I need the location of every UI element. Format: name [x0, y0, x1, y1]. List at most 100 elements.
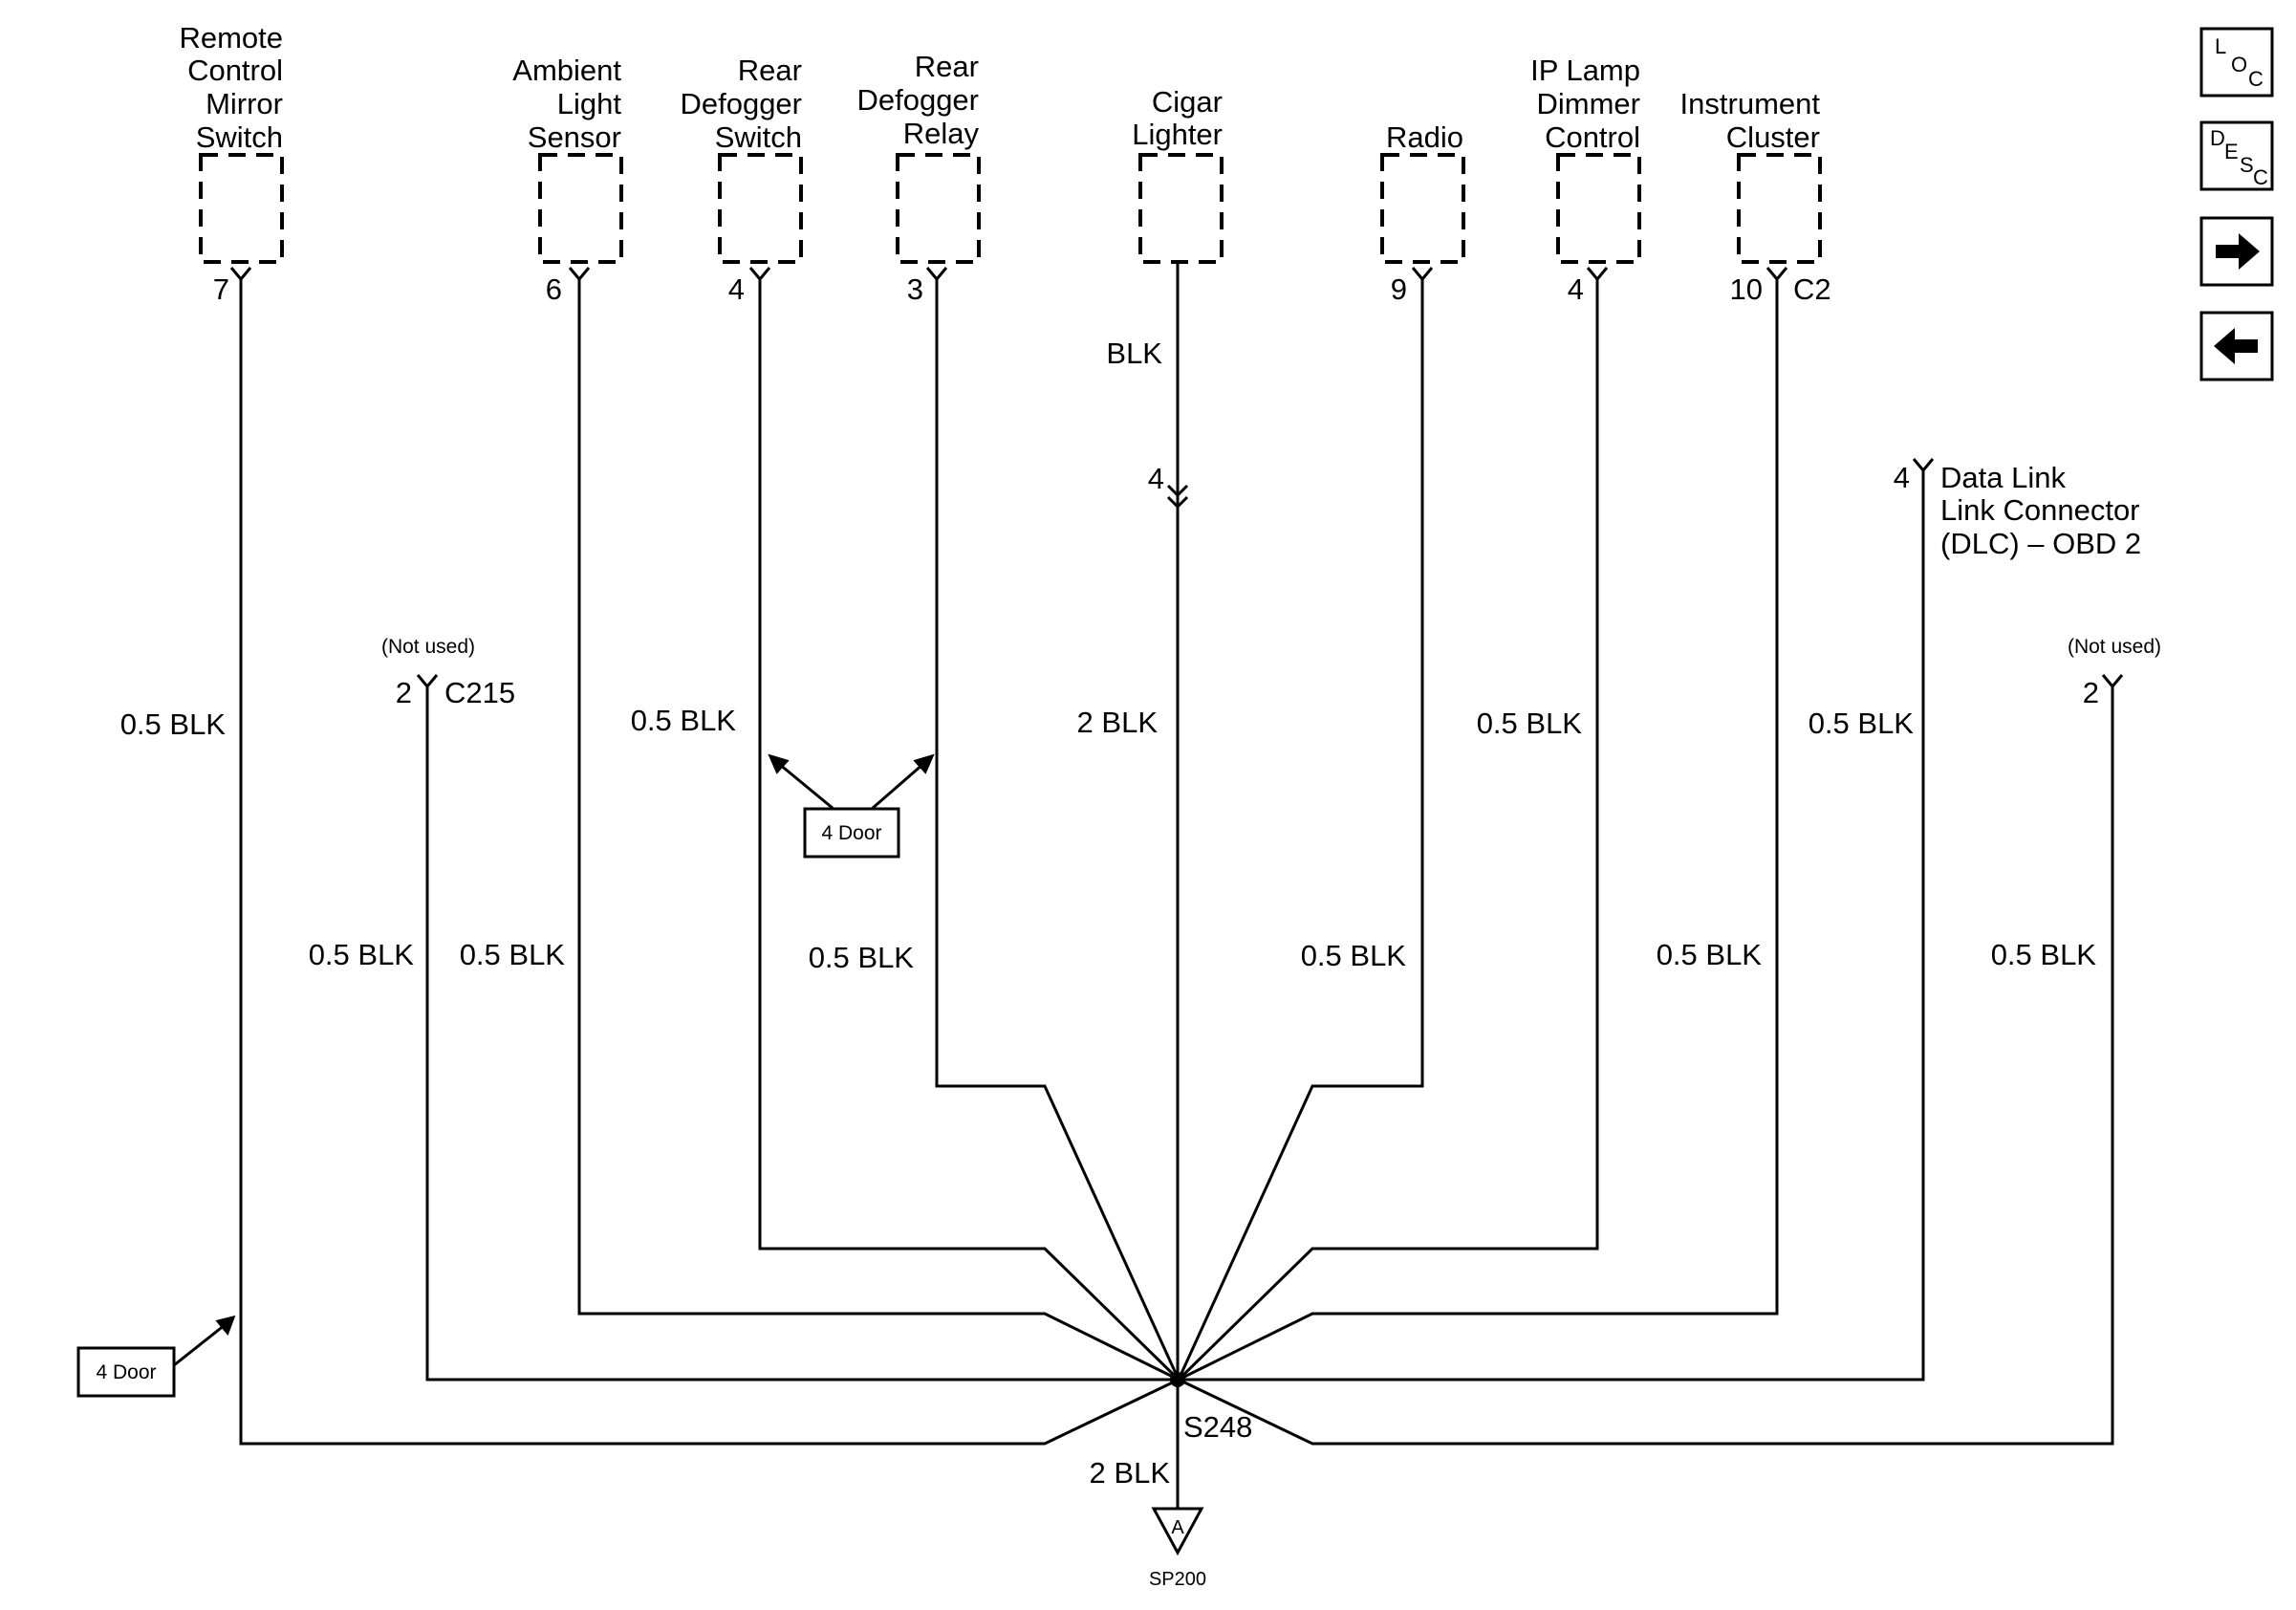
- wire-labels: 0.5 BLK 0.5 BLK 0.5 BLK 0.5 BLK 0.5 BLK …: [120, 337, 2097, 1490]
- terminal-dlc: [1912, 458, 1935, 473]
- wire-label-ambient-light: 0.5 BLK: [460, 938, 566, 971]
- terminal-rear-defog-switch: [748, 267, 771, 282]
- svg-text:C: C: [2253, 165, 2268, 189]
- terminal-radio: [1411, 267, 1434, 282]
- remote-mirror-switch-box: [199, 153, 284, 264]
- rear-defogger-switch-box: [718, 153, 803, 264]
- ambient-light-sensor-label: Ambient Light Sensor: [512, 54, 621, 154]
- terminal-remote-mirror: [229, 267, 252, 282]
- pin-right-unused: 2: [2083, 676, 2099, 709]
- not-used-right: (Not used): [2068, 636, 2161, 658]
- svg-text:Data Link: Data Link: [1940, 461, 2066, 494]
- ground-id-label: SP200: [1149, 1569, 1206, 1590]
- svg-text:4 Door: 4 Door: [96, 1361, 156, 1383]
- wires: [239, 262, 2114, 1509]
- pin-dlc: 4: [1894, 461, 1910, 494]
- ip-lamp-dimmer-label: IP Lamp Dimmer Control: [1530, 54, 1640, 154]
- svg-text:Ambient: Ambient: [512, 54, 621, 87]
- wire-right-unused: [1178, 686, 2114, 1446]
- cigar-lighter-label: Cigar Lighter: [1132, 85, 1223, 151]
- wire-label-instrument-upper: 0.5 BLK: [1809, 707, 1915, 740]
- svg-text:Rear: Rear: [738, 54, 802, 87]
- svg-text:Link Connector: Link Connector: [1940, 493, 2140, 527]
- terminal-right-unused: [2101, 674, 2124, 689]
- wire-dlc: [1179, 470, 1925, 1382]
- rear-defogger-relay-label: Rear Defogger Relay: [856, 50, 979, 150]
- wire-label-radio: 0.5 BLK: [1301, 939, 1407, 972]
- svg-text:Switch: Switch: [715, 120, 802, 154]
- arrow-right-icon: [2216, 233, 2260, 270]
- svg-text:Cigar: Cigar: [1152, 85, 1223, 119]
- svg-text:Mirror: Mirror: [206, 87, 283, 120]
- svg-text:Rear: Rear: [915, 50, 979, 83]
- terminal-c215: [416, 674, 439, 689]
- svg-text:Sensor: Sensor: [528, 120, 621, 154]
- svg-text:Light: Light: [557, 87, 622, 120]
- pin-ip-lamp: 4: [1568, 272, 1584, 306]
- wire-radio: [1177, 279, 1424, 1381]
- connector-c215: C215: [444, 676, 515, 709]
- ground-symbol: [1151, 1507, 1204, 1556]
- pin-rear-defog-relay: 3: [907, 272, 923, 306]
- svg-text:Remote: Remote: [179, 21, 283, 54]
- pin-radio: 9: [1391, 272, 1407, 306]
- svg-text:Instrument: Instrument: [1680, 87, 1821, 120]
- terminal-rear-defog-relay: [925, 267, 948, 282]
- pin-instrument-cluster: 10: [1730, 272, 1763, 306]
- wire-label-rear-defog-lower: 0.5 BLK: [809, 941, 915, 974]
- svg-text:Lighter: Lighter: [1132, 118, 1223, 151]
- svg-text:E: E: [2224, 140, 2239, 163]
- pin-c215: 2: [396, 676, 412, 709]
- terminal-ambient-light: [568, 267, 591, 282]
- pin-cigar-inline: 4: [1148, 462, 1164, 495]
- loc-button[interactable]: L O C: [2199, 27, 2274, 98]
- splice-s248-label: S248: [1183, 1410, 1252, 1444]
- desc-button[interactable]: D E S C: [2199, 120, 2274, 191]
- wire-rear-defog-switch: [758, 279, 1180, 1382]
- svg-text:C: C: [2248, 67, 2264, 91]
- rear-defogger-switch-label: Rear Defogger Switch: [680, 54, 802, 154]
- svg-text:S: S: [2240, 153, 2254, 177]
- option-box-4door-center: 4 Door: [768, 753, 935, 859]
- connector-c2: C2: [1793, 272, 1831, 306]
- dlc-label: Data Link Link Connector (DLC) – OBD 2: [1940, 461, 2141, 560]
- wire-ambient-light: [577, 279, 1180, 1382]
- svg-text:Control: Control: [1545, 120, 1640, 154]
- pin-remote-mirror: 7: [213, 272, 229, 306]
- instrument-cluster-label: Instrument Cluster: [1680, 87, 1821, 154]
- option-box-4door-left: 4 Door: [76, 1315, 236, 1398]
- wire-instrument-cluster: [1178, 279, 1779, 1382]
- svg-text:D: D: [2210, 126, 2225, 150]
- next-page-button[interactable]: [2199, 216, 2274, 287]
- pin-ambient-light: 6: [546, 272, 562, 306]
- instrument-cluster-box: [1737, 153, 1822, 264]
- rear-defogger-relay-box: [896, 153, 981, 264]
- arrow-left-icon: [2214, 328, 2258, 364]
- wire-ip-lamp: [1177, 279, 1599, 1382]
- svg-text:Switch: Switch: [196, 120, 283, 154]
- pin-rear-defog-switch: 4: [728, 272, 745, 306]
- svg-text:(DLC) – OBD 2: (DLC) – OBD 2: [1940, 527, 2141, 560]
- wire-label-ip-lamp: 0.5 BLK: [1477, 707, 1583, 740]
- svg-text:Relay: Relay: [903, 117, 980, 150]
- ground-letter: A: [1171, 1517, 1184, 1538]
- wire-remote-mirror: [239, 279, 1180, 1446]
- svg-text:Dimmer: Dimmer: [1537, 87, 1641, 120]
- ambient-light-sensor-box: [538, 153, 623, 264]
- wire-label-rear-defog-upper: 0.5 BLK: [631, 704, 737, 737]
- radio-box: [1380, 153, 1465, 264]
- remote-mirror-switch-label: Remote Control Mirror Switch: [179, 21, 283, 154]
- cigar-lighter-box: [1138, 153, 1224, 264]
- svg-text:O: O: [2231, 53, 2247, 76]
- pin-numbers: 7 6 4 3 9 4 10 4 4 2 2: [213, 272, 2099, 709]
- svg-text:L: L: [2215, 34, 2226, 58]
- svg-text:Radio: Radio: [1386, 120, 1463, 154]
- previous-page-button[interactable]: [2199, 311, 2274, 381]
- wire-label-instrument-lower: 0.5 BLK: [1657, 938, 1763, 971]
- radio-label: Radio: [1386, 120, 1463, 154]
- not-used-c215: (Not used): [381, 636, 475, 658]
- svg-text:4 Door: 4 Door: [821, 822, 881, 844]
- wire-label-remote-mirror: 0.5 BLK: [120, 707, 227, 741]
- svg-text:Control: Control: [187, 54, 283, 87]
